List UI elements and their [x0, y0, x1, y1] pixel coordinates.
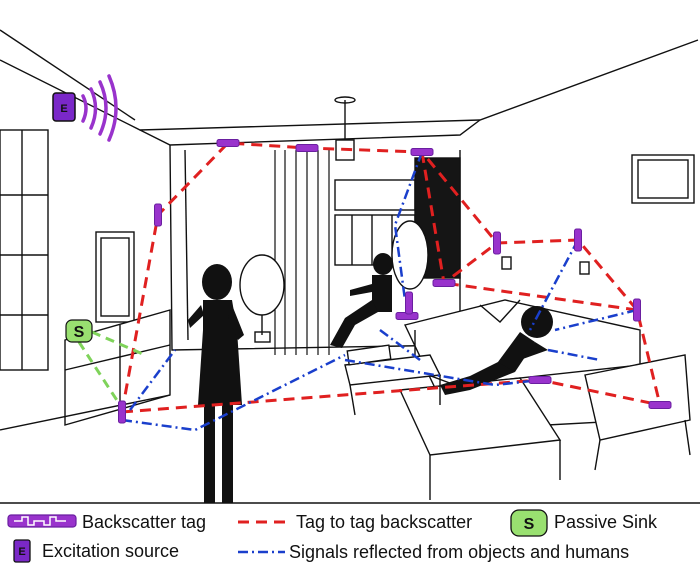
sink-link-2 — [91, 330, 146, 357]
passive-sink-icon: S — [510, 509, 548, 537]
signal-waves-icon — [81, 74, 118, 142]
person-reclining-right — [440, 306, 553, 395]
backscatter-tag — [633, 298, 641, 322]
reflected-link-8 — [547, 348, 601, 362]
excitation-source: E — [52, 74, 118, 142]
reflected-link-4 — [393, 151, 424, 301]
legend-excitation-label: Excitation source — [42, 541, 179, 561]
legend-source-letter: E — [18, 546, 25, 558]
reflected-link-7 — [379, 329, 421, 361]
legend-sink-letter: S — [524, 516, 535, 533]
sink-letter: S — [74, 324, 85, 341]
excitation-source-icon: E — [13, 539, 31, 563]
person-seated-middle — [330, 253, 393, 348]
passive-sink: S — [65, 319, 93, 343]
legend-sink-label: Passive Sink — [554, 512, 658, 532]
backscatter-tags — [118, 139, 672, 424]
backscatter-tag — [405, 291, 413, 315]
backscatter-tag — [295, 144, 319, 152]
backscatter-tag — [118, 400, 126, 424]
reflected-link-5 — [528, 239, 580, 331]
reflected-signal-links — [121, 151, 638, 432]
legend: Backscatter tag Tag to tag backscatter S… — [0, 502, 700, 563]
legend-tag-label: Backscatter tag — [82, 512, 206, 532]
backscatter-tag — [574, 228, 582, 252]
legend-tag-to-tag-label: Tag to tag backscatter — [296, 512, 472, 532]
reflected-link-2 — [129, 349, 176, 411]
backscatter-tag-icon — [7, 514, 77, 528]
backscatter-tag — [216, 139, 240, 147]
reflected-link-1 — [121, 353, 346, 432]
tag-link-4 — [443, 281, 638, 312]
backscatter-tag — [648, 401, 672, 409]
backscatter-tag — [493, 231, 501, 255]
reflected-link-3 — [344, 358, 541, 387]
legend-reflected-label: Signals reflected from objects and human… — [289, 542, 629, 562]
person-standing — [188, 264, 244, 503]
source-letter: E — [60, 103, 67, 115]
reflected-link-6 — [554, 308, 638, 332]
sink-link-1 — [77, 341, 122, 406]
sink-links — [77, 330, 146, 406]
backscatter-tag — [528, 376, 552, 384]
backscatter-tag — [154, 203, 162, 227]
room-illustration — [0, 29, 699, 500]
backscatter-tag — [410, 148, 434, 156]
backscatter-tag — [432, 279, 456, 287]
